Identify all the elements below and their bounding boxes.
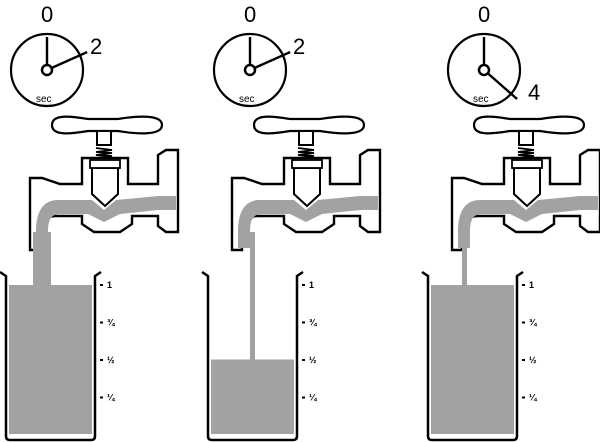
- stopwatch-elapsed-hand: [46, 50, 88, 72]
- stopwatch-unit-label: sec: [36, 94, 52, 105]
- stopwatch-unit-label: sec: [473, 94, 489, 105]
- stopwatch-hub: [40, 63, 54, 77]
- stopwatch-zero-label: 0: [244, 2, 256, 27]
- scale-label: 1: [107, 280, 112, 290]
- faucet: [28, 115, 180, 252]
- stopwatch: 0 sec 4: [446, 2, 540, 108]
- beaker-outline: [421, 270, 524, 442]
- faucet-water-channel: [36, 196, 176, 248]
- scale-label: ¾: [529, 318, 538, 328]
- scale-label: ¼: [107, 393, 116, 403]
- beaker-water: [211, 359, 294, 434]
- scale-label: ¼: [529, 393, 538, 403]
- stopwatch-elapsed-hand: [249, 50, 291, 72]
- water-stream: [33, 232, 51, 285]
- panel-3: 0 sec 4 1 ¾ ½ ¼: [421, 2, 600, 442]
- beaker-outline: [201, 270, 304, 442]
- panel-1: 0 sec 2 1 ¾ ½ ¼: [0, 2, 180, 442]
- faucet-valve-cap: [89, 159, 121, 169]
- stopwatch-zero-label: 0: [41, 2, 53, 27]
- faucet: [230, 115, 382, 252]
- faucet-stem: [518, 130, 534, 146]
- faucet-handle: [50, 115, 164, 135]
- beaker: 1 ¾ ½ ¼: [421, 270, 538, 442]
- scale-label: ½: [309, 355, 317, 365]
- stopwatch-zero-label: 0: [478, 2, 490, 27]
- water-stream: [462, 232, 467, 285]
- water-stream: [250, 232, 255, 360]
- stopwatch-hand-label: 4: [528, 80, 540, 105]
- faucet-valve-cap: [511, 159, 543, 169]
- scale-label: ¾: [107, 318, 116, 328]
- beaker: 1 ¾ ½ ¼: [201, 270, 318, 442]
- stopwatch-hub: [243, 63, 257, 77]
- faucet-handle: [252, 115, 366, 135]
- stopwatch: 0 sec 2: [212, 2, 305, 108]
- faucet: [450, 115, 600, 252]
- scale-label: ¾: [309, 318, 318, 328]
- panel-2: 0 sec 2 1 ¾ ½ ¼: [201, 2, 382, 442]
- faucet-water-channel: [458, 196, 598, 248]
- beaker: 1 ¾ ½ ¼: [0, 270, 116, 442]
- beaker-outline: [0, 270, 102, 442]
- stopwatch-hand-label: 2: [90, 34, 102, 59]
- scale-label: ½: [529, 355, 537, 365]
- faucet-valve-cap: [291, 159, 323, 169]
- beaker-water: [9, 285, 92, 434]
- scale-label: 1: [309, 280, 314, 290]
- faucet-water-channel: [238, 196, 378, 248]
- stopwatch-elapsed-hand: [483, 69, 518, 100]
- stopwatch-unit-label: sec: [239, 94, 255, 105]
- scale-label: 1: [529, 280, 534, 290]
- faucet-stem: [96, 130, 112, 146]
- stopwatch-hand-label: 2: [293, 34, 305, 59]
- faucet-stem: [298, 130, 314, 146]
- faucet-handle: [472, 115, 586, 135]
- stopwatch-hub: [477, 63, 491, 77]
- scale-label: ½: [107, 355, 115, 365]
- scale-label: ¼: [309, 393, 318, 403]
- beaker-water: [431, 285, 514, 434]
- stopwatch: 0 sec 2: [9, 2, 102, 108]
